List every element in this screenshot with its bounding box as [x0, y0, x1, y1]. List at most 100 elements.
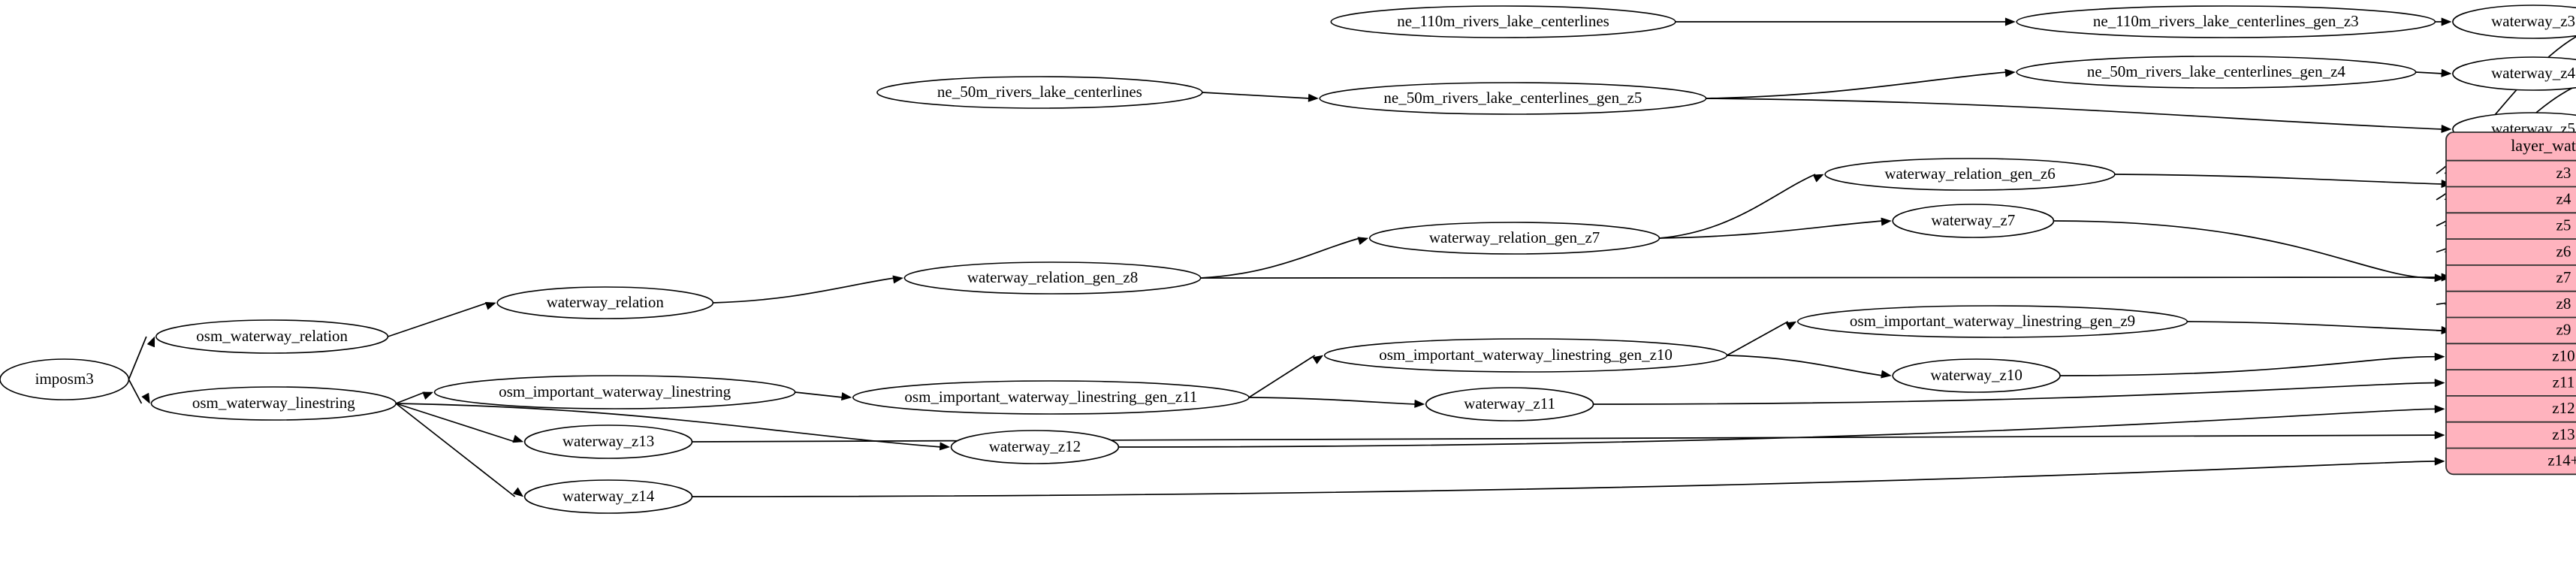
node-shape[interactable] — [950, 430, 1120, 464]
table-row-z10[interactable]: z10 — [2552, 347, 2574, 365]
node-waterway_z14[interactable]: waterway_z14 — [523, 479, 693, 514]
node-shape[interactable] — [1368, 222, 1661, 255]
node-shape[interactable] — [0, 358, 130, 400]
node-waterway_relation_gen_z6[interactable]: waterway_relation_gen_z6 — [1824, 158, 2116, 191]
node-shape[interactable] — [2452, 5, 2576, 39]
node-shape[interactable] — [496, 286, 714, 319]
node-shape[interactable] — [2016, 56, 2417, 89]
table-row-z8[interactable]: z8 — [2556, 295, 2571, 313]
edge-arrowhead — [2441, 68, 2452, 77]
edge-waterway_relation_gen_z7-to-waterway_z7 — [1659, 217, 1892, 239]
edge-line — [2060, 355, 2437, 376]
node-ne_110m_rivers_lake_centerlines[interactable]: ne_110m_rivers_lake_centerlines — [1330, 5, 1676, 38]
node-ne_50m_rivers_lake_centerlines[interactable]: ne_50m_rivers_lake_centerlines — [876, 76, 1203, 109]
node-ne_50m_rivers_lake_centerlines_gen_z5[interactable]: ne_50m_rivers_lake_centerlines_gen_z5 — [1319, 82, 1707, 115]
edge-arrowhead — [2004, 17, 2016, 26]
table-row-z11[interactable]: z11 — [2553, 373, 2575, 391]
edge-line — [128, 336, 147, 380]
node-shape[interactable] — [523, 425, 693, 459]
node-label: ne_50m_rivers_lake_centerlines_gen_z5 — [1383, 89, 1642, 107]
node-waterway_relation_gen_z8[interactable]: waterway_relation_gen_z8 — [903, 261, 1202, 295]
node-label: waterway_z13 — [563, 432, 654, 450]
edge-arrowhead — [1785, 321, 1797, 331]
node-waterway_z12[interactable]: waterway_z12 — [950, 430, 1120, 464]
table-row-z9[interactable]: z9 — [2556, 321, 2571, 339]
edge-arrowhead — [1312, 355, 1324, 364]
node-osm_important_waterway_linestring_gen_z10[interactable]: osm_important_waterway_linestring_gen_z1… — [1323, 338, 1728, 373]
edge-ne_110m_rivers_lake_centerlines-to-ne_110m_rivers_lake_centerlines_gen_z3 — [1675, 17, 2016, 26]
edge-arrowhead — [2441, 124, 2452, 134]
node-shape[interactable] — [2452, 56, 2576, 91]
edge-arrowhead — [2434, 379, 2445, 388]
node-waterway_z11[interactable]: waterway_z11 — [1425, 387, 1594, 421]
node-shape[interactable] — [1330, 5, 1676, 38]
node-shape[interactable] — [876, 76, 1203, 109]
node-label: osm_waterway_linestring — [192, 394, 355, 412]
node-label: ne_110m_rivers_lake_centerlines — [1397, 12, 1609, 30]
table-row-z5[interactable]: z5 — [2556, 216, 2571, 234]
table-row-z3[interactable]: z3 — [2556, 164, 2571, 182]
node-ne_110m_rivers_lake_centerlines_gen_z3[interactable]: ne_110m_rivers_lake_centerlines_gen_z3 — [2016, 5, 2436, 38]
node-shape[interactable] — [852, 380, 1250, 415]
node-imposm3[interactable]: imposm3 — [0, 358, 130, 400]
node-label: ne_110m_rivers_lake_centerlines_gen_z3 — [2093, 12, 2359, 30]
node-shape[interactable] — [1824, 158, 2116, 191]
node-shape[interactable] — [1796, 305, 2188, 338]
edge-osm_waterway_relation-to-waterway_relation — [388, 301, 496, 337]
edge-line — [692, 434, 2437, 443]
node-waterway_z7[interactable]: waterway_z7 — [1892, 204, 2055, 238]
node-shape[interactable] — [1319, 82, 1707, 115]
node-waterway_relation[interactable]: waterway_relation — [496, 286, 714, 319]
node-waterway_z4[interactable]: waterway_z4 — [2452, 56, 2576, 91]
node-ne_50m_rivers_lake_centerlines_gen_z4[interactable]: ne_50m_rivers_lake_centerlines_gen_z4 — [2016, 56, 2417, 89]
table-row-z14plus[interactable]: z14+ — [2547, 452, 2576, 470]
node-label: ne_50m_rivers_lake_centerlines — [937, 83, 1142, 101]
node-label: osm_important_waterway_linestring — [499, 382, 731, 400]
node-shape[interactable] — [1425, 387, 1594, 421]
node-shape[interactable] — [150, 386, 397, 421]
edge-line — [2053, 220, 2437, 279]
node-waterway_z13[interactable]: waterway_z13 — [523, 425, 693, 459]
edge-arrowhead — [939, 442, 951, 451]
edge-line — [1200, 276, 2443, 279]
edge-imposm3-to-osm_waterway_linestring — [128, 379, 150, 404]
node-shape[interactable] — [1892, 204, 2055, 238]
node-waterway_relation_gen_z7[interactable]: waterway_relation_gen_z7 — [1368, 222, 1661, 255]
node-label: waterway_relation_gen_z7 — [1429, 228, 1600, 246]
edge-line — [1248, 397, 1416, 405]
node-shape[interactable] — [903, 261, 1202, 295]
edge-osm_important_waterway_linestring_gen_z11-to-osm_important_waterway_linestring_gen_z10 — [1248, 355, 1324, 398]
node-osm_important_waterway_linestring_gen_z11[interactable]: osm_important_waterway_linestring_gen_z1… — [852, 380, 1250, 415]
table-row-z6[interactable]: z6 — [2556, 242, 2571, 260]
node-waterway_z3[interactable]: waterway_z3 — [2452, 5, 2576, 39]
edge-line — [388, 302, 488, 337]
edge-line — [2114, 174, 2443, 185]
node-osm_waterway_linestring[interactable]: osm_waterway_linestring — [150, 386, 397, 421]
node-label: waterway_z7 — [1931, 211, 2015, 229]
node-shape[interactable] — [1892, 358, 2061, 393]
edge-line — [1706, 98, 2443, 130]
table-row-z13[interactable]: z13 — [2552, 425, 2574, 443]
node-shape[interactable] — [155, 319, 389, 354]
node-osm_important_waterway_linestring_gen_z9[interactable]: osm_important_waterway_linestring_gen_z9 — [1796, 305, 2188, 338]
node-osm_important_waterway_linestring[interactable]: osm_important_waterway_linestring — [433, 375, 796, 409]
table-row-z12[interactable]: z12 — [2552, 399, 2574, 417]
node-shape[interactable] — [2016, 5, 2436, 38]
edge-arrowhead — [841, 392, 852, 401]
node-shape[interactable] — [1323, 338, 1728, 373]
node-waterway_z10[interactable]: waterway_z10 — [1892, 358, 2061, 393]
edge-osm_important_waterway_linestring_gen_z11-to-waterway_z11 — [1248, 397, 1425, 408]
edge-osm_waterway_linestring-to-waterway_z13 — [395, 403, 524, 443]
edge-osm_important_waterway_linestring_gen_z9-to-waterway_z9 — [2187, 321, 2452, 335]
node-label: waterway_z10 — [1930, 366, 2022, 384]
node-shape[interactable] — [433, 375, 796, 409]
edge-line — [2187, 321, 2443, 331]
node-osm_waterway_relation[interactable]: osm_waterway_relation — [155, 319, 389, 354]
edge-arrowhead — [2434, 352, 2445, 361]
edge-waterway_relation_gen_z8-to-waterway_z8 — [1200, 273, 2452, 282]
table-row-z7[interactable]: z7 — [2556, 268, 2571, 286]
table-row-z4[interactable]: z4 — [2556, 190, 2571, 208]
node-shape[interactable] — [523, 479, 693, 514]
